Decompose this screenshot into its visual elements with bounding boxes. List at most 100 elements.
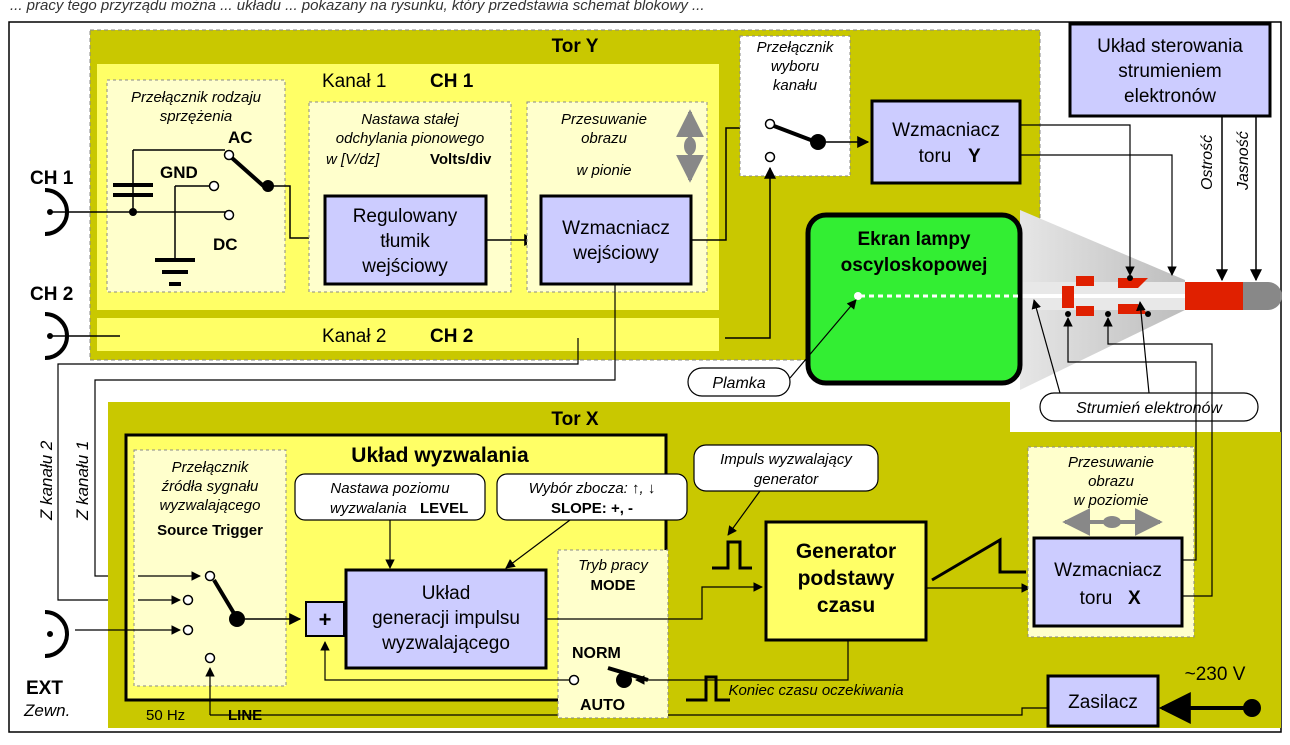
timebase-2: podstawy <box>798 567 895 590</box>
summing-node <box>305 601 345 637</box>
screen-label-1: Ekran lampy <box>858 229 971 250</box>
x-amp-line2: toru <box>1080 588 1113 609</box>
coupling-switch-label-1: Przełącznik rodzaju <box>131 89 262 106</box>
x-amplifier-block <box>1032 536 1184 628</box>
mains-label: ~230 V <box>1185 664 1246 685</box>
timebase-3: czasu <box>817 594 875 617</box>
vshift-3: w pionie <box>576 162 631 179</box>
trigger-title: Układ wyzwalania <box>351 444 529 467</box>
mode-label: Tryb pracy <box>578 557 649 574</box>
ch1-bold-label: CH 1 <box>430 71 474 92</box>
pulse-gen-2: generacji impulsu <box>372 608 520 629</box>
y-amp-line1: Wzmacniacz <box>892 120 1000 141</box>
gnd-label: GND <box>160 163 198 182</box>
wait-end-label: Koniec czasu oczekiwania <box>728 682 903 699</box>
source-switch-2: źródła sygnału <box>161 478 259 495</box>
timebase-generator-block <box>764 520 928 642</box>
crt-screen <box>805 212 1023 386</box>
timebase-1: Generator <box>796 540 896 563</box>
channel-switch-3: kanału <box>773 77 818 94</box>
pulse-gen-1: Układ <box>422 583 471 604</box>
tor-x-title: Tor X <box>551 409 598 430</box>
dc-label: DC <box>213 235 238 254</box>
source-trigger-label: Source Trigger <box>157 522 263 539</box>
strumien-label: Strumień elektronów <box>1076 400 1223 417</box>
attenuator-setting-1: Nastawa stałej <box>361 111 459 128</box>
hshift-3: w poziomie <box>1073 492 1148 509</box>
ch2-input-label: CH 2 <box>30 284 73 305</box>
channel-2-panel <box>97 318 719 351</box>
trigger-pulse-1: Impuls wyzwalający <box>720 451 853 468</box>
kanal1-label: Kanał 1 <box>322 71 386 92</box>
input-amp-2: wejściowy <box>572 243 659 264</box>
attenuator-block-3: wejściowy <box>361 256 448 277</box>
outer-frame <box>8 21 1282 733</box>
source-switch-1: Przełącznik <box>172 459 250 476</box>
source-switch-3: wyzwalającego <box>160 497 261 514</box>
trigger-pulse-2: generator <box>754 471 819 488</box>
ch2-bold-label: CH 2 <box>430 326 473 347</box>
z-kanalu-2-label: Z kanału 2 <box>37 440 56 521</box>
level-bold: LEVEL <box>420 500 468 517</box>
ext-sub-label: Zewn. <box>23 701 70 720</box>
slope-bold: SLOPE: +, - <box>551 500 633 517</box>
jasnosc-label: Jasność <box>1235 131 1252 191</box>
vertical-shift-arrow-icon <box>676 109 704 183</box>
horizontal-shift-arrow-icon <box>1062 508 1163 536</box>
channel-switch-box <box>739 35 851 177</box>
z-kanalu-1-label: Z kanału 1 <box>73 441 92 521</box>
beam-control-1: Układ sterowania <box>1097 36 1243 57</box>
input-amp-1: Wzmacniacz <box>562 218 670 239</box>
slope-callout <box>496 473 688 521</box>
wait-end-pulse-icon <box>686 675 730 702</box>
trigger-pulse-callout <box>693 444 879 492</box>
beam-control-2: strumieniem <box>1118 61 1221 82</box>
beam-control-3: elektronów <box>1124 86 1216 107</box>
y-amp-bold: Y <box>968 146 981 167</box>
channel-switch-1: Przełącznik <box>757 39 835 56</box>
attenuator-block-1: Regulowany <box>353 206 458 227</box>
beam-control-block <box>1068 22 1272 118</box>
ch1-input-label: CH 1 <box>30 168 74 189</box>
volts-div-label: Volts/div <box>430 151 492 168</box>
sawtooth-icon <box>931 537 1026 582</box>
ext-label: EXT <box>26 678 63 699</box>
ostrosc-label: Ostrość <box>1199 135 1216 190</box>
trigger-pulse-icon <box>712 540 752 570</box>
x-amp-line1: Wzmacniacz <box>1054 560 1162 581</box>
y-amp-line2: toru <box>919 146 952 167</box>
power-label: Zasilacz <box>1068 692 1138 713</box>
mains-plug-icon <box>1243 699 1261 717</box>
electron-gun <box>1185 282 1243 310</box>
vshift-1: Przesuwanie <box>561 111 647 128</box>
kanal2-label: Kanał 2 <box>322 326 386 347</box>
attenuator-block <box>323 194 488 286</box>
power-supply-block <box>1046 674 1160 728</box>
auto-label: AUTO <box>580 697 625 714</box>
level-label-2: wyzwalania <box>330 500 407 517</box>
plamka-label: Plamka <box>712 375 765 392</box>
horizontal-deflection-plates-icon <box>1062 276 1094 316</box>
slope-label: Wybór zbocza: ↑, ↓ <box>529 480 656 497</box>
coupling-switch-label-2: sprzężenia <box>160 108 233 125</box>
attenuator-setting-2: odchylania pionowego <box>336 130 484 147</box>
attenuator-unit: w [V/dz] <box>326 151 380 168</box>
source-switch-box <box>133 449 287 687</box>
input-amplifier-block <box>539 194 693 286</box>
hshift-1: Przesuwanie <box>1068 454 1154 471</box>
y-amplifier-block <box>870 99 1022 185</box>
hshift-2: obrazu <box>1088 473 1135 490</box>
top-cut-text: ... pracy tego przyrządu można ... układ… <box>10 0 705 14</box>
ext-connector-icon <box>44 610 69 658</box>
plus-label: + <box>319 607 332 632</box>
ac-label: AC <box>228 128 253 147</box>
vshift-2: obrazu <box>581 130 628 147</box>
norm-label: NORM <box>572 645 621 662</box>
mode-bold: MODE <box>591 577 636 594</box>
level-label-1: Nastawa poziomu <box>330 480 450 497</box>
screen-label-2: oscyloskopowej <box>841 255 988 276</box>
pulse-gen-3: wyzwalającego <box>381 633 510 654</box>
hz50-label: 50 Hz <box>146 707 185 724</box>
